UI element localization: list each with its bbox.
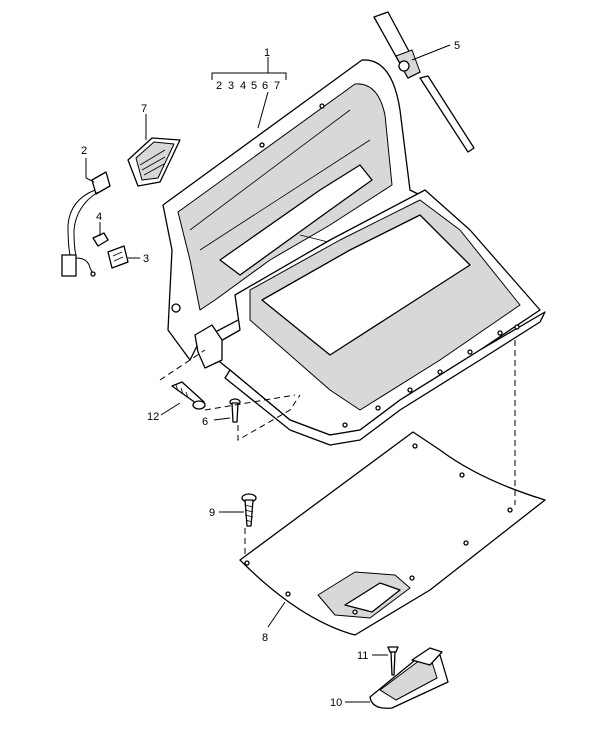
callout-4: 4 bbox=[96, 211, 102, 223]
callout-8: 8 bbox=[262, 632, 268, 644]
callout-7: 7 bbox=[141, 103, 147, 115]
callout-2: 2 bbox=[81, 145, 87, 157]
callout-9: 9 bbox=[209, 507, 215, 519]
screw-12 bbox=[171, 381, 206, 410]
callout-12: 12 bbox=[147, 411, 159, 423]
callout-5: 5 bbox=[454, 40, 460, 52]
callout-3: 3 bbox=[143, 253, 149, 265]
lamp-7 bbox=[127, 137, 181, 187]
callout-1-sub-a: 2 bbox=[216, 80, 222, 92]
callout-1-sub-b: 3 bbox=[228, 80, 234, 92]
glove-box-housing bbox=[162, 59, 546, 446]
callout-1-sub-c: 4 bbox=[240, 80, 246, 92]
screw-11 bbox=[387, 646, 399, 676]
callout-1: 1 bbox=[264, 47, 270, 59]
callout-10: 10 bbox=[330, 697, 342, 709]
callout-6: 6 bbox=[202, 416, 208, 428]
callout-1-sub-e: 6 bbox=[262, 80, 268, 92]
lower-cover-panel bbox=[239, 431, 546, 636]
screw-9 bbox=[241, 493, 257, 527]
callout-1-sub-f: 7 bbox=[274, 80, 280, 92]
switch-3 bbox=[107, 245, 129, 269]
damper-rod-5 bbox=[373, 11, 475, 153]
callout-1-sub-d: 5 bbox=[251, 80, 257, 92]
leader-lines bbox=[85, 44, 451, 703]
cover-handle bbox=[369, 647, 449, 709]
assembly-lines bbox=[159, 340, 516, 555]
callout-11: 11 bbox=[357, 650, 368, 662]
clip-6 bbox=[229, 398, 241, 423]
wiring-harness-2 bbox=[61, 171, 111, 277]
